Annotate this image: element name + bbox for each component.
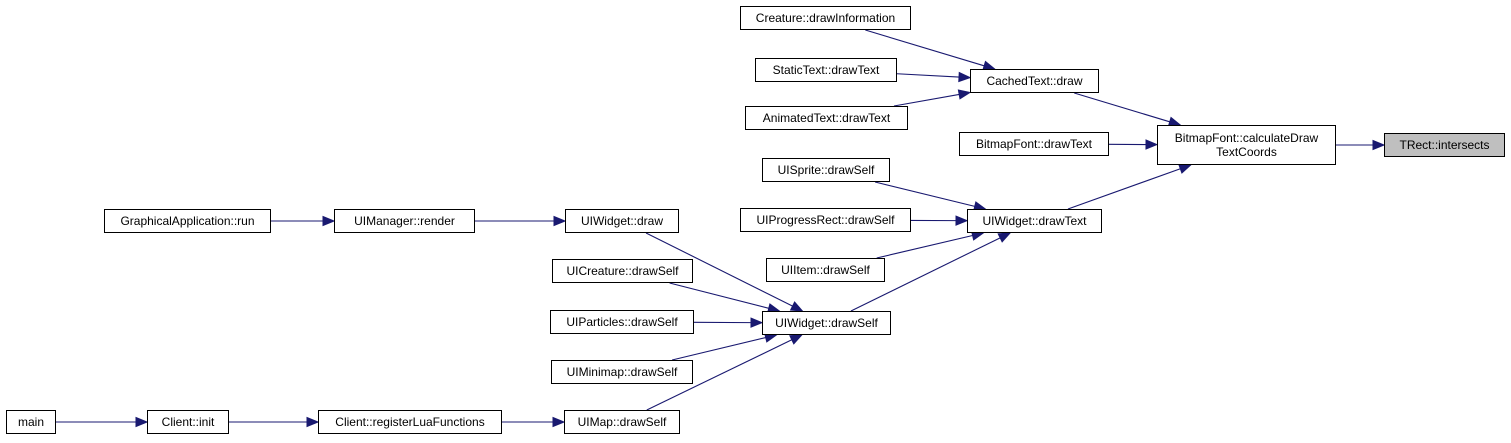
node-statictext-drawtext[interactable]: StaticText::drawText bbox=[755, 58, 897, 82]
node-uiitem-drawself[interactable]: UIItem::drawSelf bbox=[766, 258, 885, 282]
node-creature-drawinformation[interactable]: Creature::drawInformation bbox=[740, 6, 911, 30]
edge-uiminimap_drawself-to-uiwidget_drawself bbox=[671, 337, 766, 361]
arrowhead-uiwidget_drawself-to-uiwidget_drawtext bbox=[997, 232, 1012, 243]
arrowhead-bitmapfont_drawtext-to-bitmapfont_calculatedrawtextcoords bbox=[1145, 139, 1159, 150]
node-animatedtext-drawtext[interactable]: AnimatedText::drawText bbox=[745, 106, 908, 130]
arrowhead-uimap_drawself-to-uiwidget_drawself bbox=[789, 334, 803, 345]
edge-uisprite_drawself-to-uiwidget_drawtext bbox=[874, 181, 975, 207]
node-client-init[interactable]: Client::init bbox=[147, 410, 229, 434]
arrowhead-statictext_drawtext-to-cachedtext_draw bbox=[958, 71, 972, 83]
arrowhead-uiparticles_drawself-to-uiwidget_drawself bbox=[750, 317, 764, 328]
node-uisprite-drawself[interactable]: UISprite::drawSelf bbox=[762, 158, 890, 182]
arrowhead-uiprogressrect_drawself-to-uiwidget_drawtext bbox=[955, 215, 969, 226]
node-uiwidget-drawtext[interactable]: UIWidget::drawText bbox=[967, 209, 1102, 233]
edge-uimap_drawself-to-uiwidget_drawself bbox=[646, 339, 793, 411]
node-uimanager-render[interactable]: UIManager::render bbox=[334, 209, 475, 233]
edge-uiwidget_drawtext-to-bitmapfont_calculatedrawtextcoords bbox=[1067, 168, 1181, 210]
node-main[interactable]: main bbox=[6, 410, 56, 434]
node-bitmapfont-calculatedrawtextcoords[interactable]: BitmapFont::calculateDraw TextCoords bbox=[1157, 125, 1336, 165]
edge-uicreature_drawself-to-uiwidget_drawself bbox=[669, 282, 769, 309]
edge-uiwidget_draw-to-uiwidget_drawself bbox=[645, 232, 793, 307]
arrowhead-bitmapfont_calculatedrawtextcoords-to-trect_intersects bbox=[1372, 139, 1386, 151]
arrowhead-uiwidget_drawtext-to-bitmapfont_calculatedrawtextcoords bbox=[1178, 163, 1192, 174]
node-uiminimap-drawself[interactable]: UIMinimap::drawSelf bbox=[551, 360, 693, 384]
graph-edges bbox=[56, 29, 1386, 428]
edge-animatedtext_drawtext-to-cachedtext_draw bbox=[893, 93, 960, 107]
edge-statictext_drawtext-to-cachedtext_draw bbox=[896, 73, 960, 78]
edge-creature_drawinformation-to-cachedtext_draw bbox=[865, 29, 985, 67]
node-graphicalapplication-run[interactable]: GraphicalApplication::run bbox=[104, 209, 271, 233]
edge-cachedtext_draw-to-bitmapfont_calculatedrawtextcoords bbox=[1074, 92, 1170, 123]
edge-uiitem_drawself-to-uiwidget_drawtext bbox=[876, 234, 973, 259]
edge-uiwidget_drawself-to-uiwidget_drawtext bbox=[850, 237, 1001, 312]
node-cachedtext-draw[interactable]: CachedText::draw bbox=[970, 69, 1099, 93]
arrowhead-main-to-client_init bbox=[135, 416, 149, 428]
node-uiparticles-drawself[interactable]: UIParticles::drawSelf bbox=[550, 310, 694, 334]
node-uimap-drawself[interactable]: UIMap::drawSelf bbox=[564, 410, 680, 434]
node-uiprogressrect-drawself[interactable]: UIProgressRect::drawSelf bbox=[740, 208, 911, 232]
node-client-registerluafunctions[interactable]: Client::registerLuaFunctions bbox=[318, 410, 502, 434]
arrowhead-graphicalapplication_run-to-uimanager_render bbox=[322, 215, 336, 227]
arrowhead-client_registerluafunctions-to-uimap_drawself bbox=[552, 416, 566, 428]
node-uicreature-drawself[interactable]: UICreature::drawSelf bbox=[552, 259, 693, 283]
node-bitmapfont-drawtext[interactable]: BitmapFont::drawText bbox=[959, 132, 1109, 156]
node-uiwidget-draw[interactable]: UIWidget::draw bbox=[565, 209, 679, 233]
arrowhead-animatedtext_drawtext-to-cachedtext_draw bbox=[957, 89, 972, 100]
node-uiwidget-drawself[interactable]: UIWidget::drawSelf bbox=[762, 311, 891, 335]
node-trect-intersects: TRect::intersects bbox=[1384, 133, 1505, 157]
arrowhead-client_init-to-client_registerluafunctions bbox=[306, 416, 320, 428]
arrowhead-uimanager_render-to-uiwidget_draw bbox=[553, 215, 567, 227]
arrowhead-uiwidget_draw-to-uiwidget_drawself bbox=[789, 301, 804, 312]
